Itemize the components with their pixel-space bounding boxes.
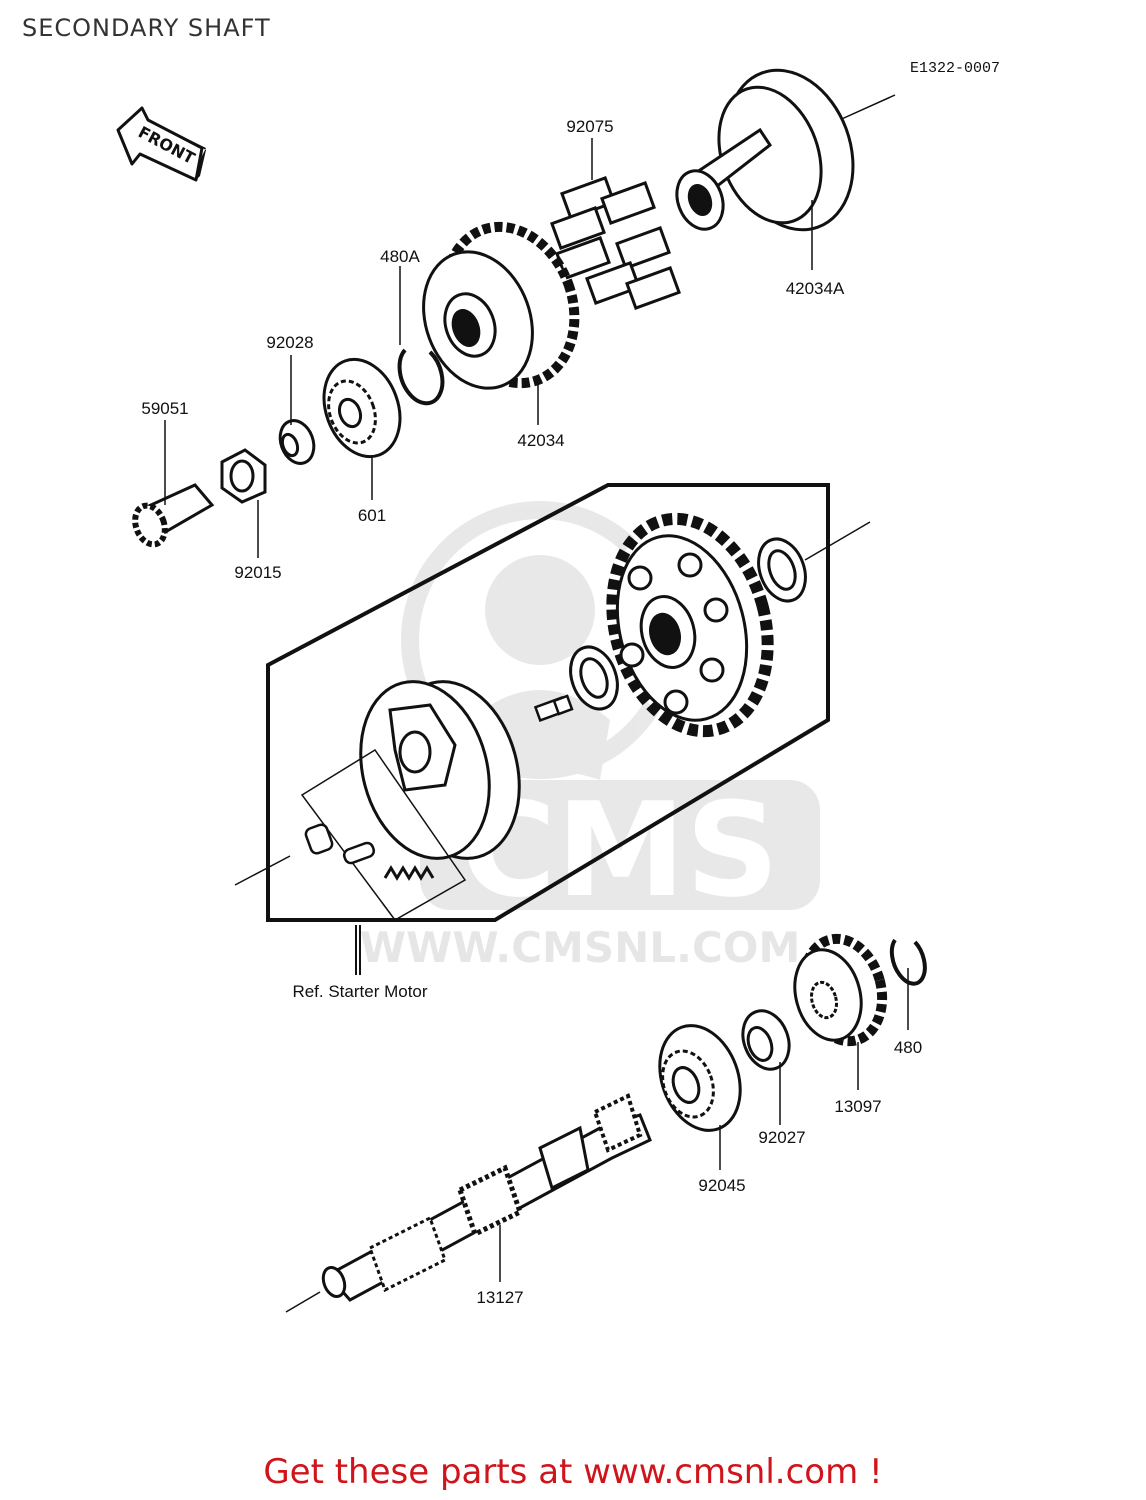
part-label-13127: 13127: [476, 1288, 523, 1307]
part-label-92027: 92027: [758, 1128, 805, 1147]
part-label-92045: 92045: [698, 1176, 745, 1195]
part-label-13097: 13097: [834, 1097, 881, 1116]
get-parts-link[interactable]: Get these parts at www.cmsnl.com !: [263, 1452, 883, 1492]
starter-motor-reference-label: Ref. Starter Motor: [292, 982, 427, 1001]
washer-icon: [569, 521, 871, 711]
part-13127-shaft-icon: [285, 1093, 652, 1313]
part-92027-collar-icon: [741, 1009, 791, 1125]
front-arrow-icon: FRONT: [116, 106, 206, 182]
roller-plunger-spring-icon: [234, 748, 467, 921]
page-title: SECONDARY SHAFT: [22, 14, 271, 42]
part-601-bearing-icon: [322, 357, 402, 500]
starter-clutch-box-outline: [266, 483, 830, 922]
part-42034A-hub-icon: [675, 68, 855, 270]
part-480A-circlip-icon: [397, 266, 445, 406]
diagram-code: E1322-0007: [910, 60, 1000, 77]
starter-sprocket-icon: [606, 512, 774, 738]
part-label-92075: 92075: [566, 117, 613, 136]
part-label-42034A: 42034A: [786, 279, 845, 298]
part-label-480A: 480A: [380, 247, 420, 266]
part-92075-dampers-icon: [550, 138, 681, 311]
part-92028-collar-icon: [278, 355, 316, 465]
part-label-92028: 92028: [266, 333, 313, 352]
part-label-92015: 92015: [234, 563, 281, 582]
part-label-601: 601: [358, 506, 386, 525]
part-92015-nut-icon: [220, 448, 267, 558]
watermark-url: WWW.CMSNL.COM: [360, 923, 801, 972]
upper-axis-line: [834, 94, 896, 123]
part-13097-sprocket-icon: [793, 933, 888, 1090]
bolt-icon: [533, 694, 574, 722]
part-42034-gear-icon: [422, 221, 580, 425]
part-59051-gear-icon: [132, 420, 215, 548]
part-92045-bearing-icon: [658, 1024, 742, 1170]
part-label-42034: 42034: [517, 431, 564, 450]
starter-motor-reference-leader: [355, 925, 361, 975]
starter-clutch-body-icon: [359, 680, 521, 860]
part-480-circlip-icon: [889, 938, 927, 1030]
cmsnl-watermark: CMS WWW.CMSNL.COM: [360, 501, 820, 972]
part-label-480: 480: [894, 1038, 922, 1057]
part-label-59051: 59051: [141, 399, 188, 418]
